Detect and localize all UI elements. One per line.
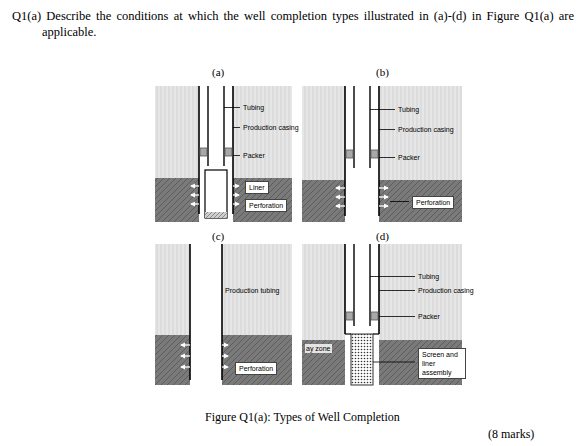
panel-letter: (a) <box>212 66 224 79</box>
part-label: Liner <box>245 181 269 194</box>
hanger <box>373 333 379 334</box>
wellbore <box>345 86 379 222</box>
part-label: Packer <box>398 153 420 162</box>
tubing-wall <box>369 244 370 326</box>
tubing-wall <box>353 244 354 326</box>
part-label: Packer <box>243 151 265 160</box>
casing-wall <box>378 244 380 334</box>
leader-line <box>370 276 415 277</box>
panel-letter: (d) <box>376 230 389 243</box>
part-label: Tubing <box>243 103 264 112</box>
panel-letter: (b) <box>376 66 389 79</box>
perforation-arrow <box>191 194 199 195</box>
leader-line <box>233 127 240 128</box>
leader-line <box>379 316 415 317</box>
leader-line <box>233 155 240 156</box>
background-panel <box>155 86 292 222</box>
panel-letter: (c) <box>212 230 224 243</box>
tubing-wall <box>353 86 354 168</box>
part-label: Production casing <box>418 286 474 295</box>
perforation-arrow <box>379 205 388 206</box>
perforation-arrow <box>181 355 190 356</box>
perforation-arrow <box>233 203 239 204</box>
casing-wall <box>344 244 346 334</box>
casing-wall <box>189 244 191 380</box>
well-diagram <box>302 86 462 222</box>
formation-band <box>155 335 292 385</box>
perforation-arrow <box>222 366 228 367</box>
perforation-arrow <box>181 366 190 367</box>
liner <box>205 170 227 218</box>
leader-line <box>373 362 415 363</box>
packer <box>371 150 378 158</box>
marks-note: (8 marks) <box>488 427 534 441</box>
leader-line <box>390 201 409 202</box>
question-text: Q1(a) Describe the conditions at which t… <box>12 8 574 40</box>
part-label: Tubing <box>398 105 419 114</box>
perforation-arrow <box>191 203 199 204</box>
part-label: Production casing <box>243 123 299 132</box>
hanger <box>345 333 351 334</box>
leader-line <box>379 129 395 130</box>
cement-shoe <box>205 212 227 218</box>
part-label: Perforation <box>245 199 287 212</box>
part-label: Screen and liner assembly <box>418 348 466 379</box>
part-label: Perforation <box>412 196 454 209</box>
tubing-wall <box>207 86 208 166</box>
perforation-arrow <box>181 344 190 345</box>
perforation-arrow <box>336 205 345 206</box>
part-label: ay zone <box>305 344 332 353</box>
tubing-wall <box>369 86 370 168</box>
leader-line <box>224 107 240 108</box>
part-label: Tubing <box>418 272 439 281</box>
packer <box>200 148 207 156</box>
packer <box>346 312 353 320</box>
part-label: Perforation <box>235 362 277 375</box>
part-label: Packer <box>418 312 440 321</box>
perforation-arrow <box>222 355 228 356</box>
leader-line <box>379 157 395 158</box>
figure-caption: Figure Q1(a): Types of Well Completion <box>205 410 400 424</box>
part-label: Production tubing <box>225 286 279 295</box>
wellbore <box>345 244 379 385</box>
wellbore <box>190 244 222 385</box>
leader-line <box>379 290 415 291</box>
screen-liner <box>351 334 373 385</box>
wellbore <box>199 86 233 222</box>
well-diagram <box>155 86 292 222</box>
perforation-arrow <box>233 194 239 195</box>
perforation-arrow <box>336 187 345 188</box>
background-panel <box>302 86 462 222</box>
well-diagram <box>155 244 292 385</box>
formation-band <box>302 180 462 222</box>
perforation-arrow <box>222 344 228 345</box>
packer <box>346 150 353 158</box>
perforation-arrow <box>379 196 388 197</box>
perforation-arrow <box>336 196 345 197</box>
casing-wall <box>221 244 223 380</box>
perforation-arrow <box>233 185 239 186</box>
packer <box>225 148 232 156</box>
part-label: Production casing <box>398 125 454 134</box>
packer <box>371 312 378 320</box>
background-panel <box>155 244 292 385</box>
perforation-arrow <box>379 187 388 188</box>
leader-line <box>370 109 395 110</box>
tubing-wall <box>223 86 224 166</box>
perforation-arrow <box>191 185 199 186</box>
